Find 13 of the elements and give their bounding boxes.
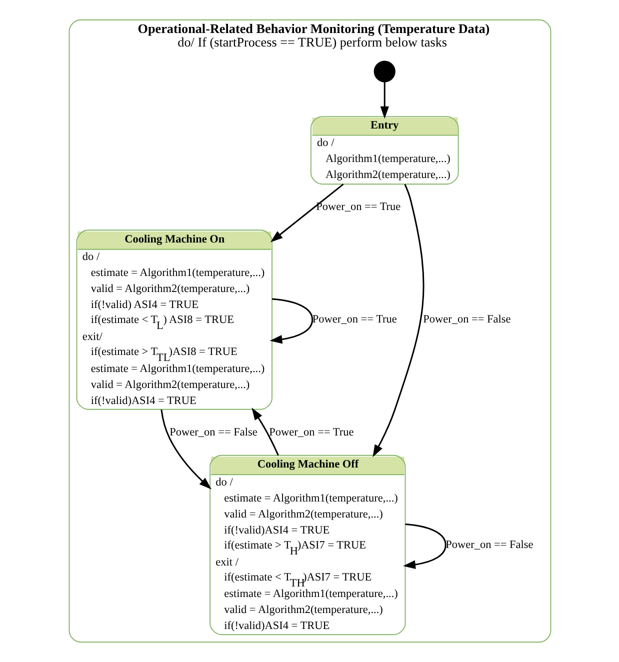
edge-label: Power_on == False: [445, 538, 533, 551]
arrow: [372, 184, 424, 458]
arrow: [270, 184, 344, 242]
arrow: [380, 82, 388, 119]
edge-label: Power_on == False: [422, 314, 510, 326]
node-circle: [373, 60, 395, 82]
edge-label: Power_on == True: [316, 201, 400, 214]
arrow: [251, 408, 278, 456]
edge-label: Power_on == True: [268, 426, 354, 438]
arrow: [269, 298, 313, 344]
arrow: [402, 524, 446, 569]
edge-label: Power_on == False: [169, 426, 257, 438]
arrow: [160, 409, 211, 490]
